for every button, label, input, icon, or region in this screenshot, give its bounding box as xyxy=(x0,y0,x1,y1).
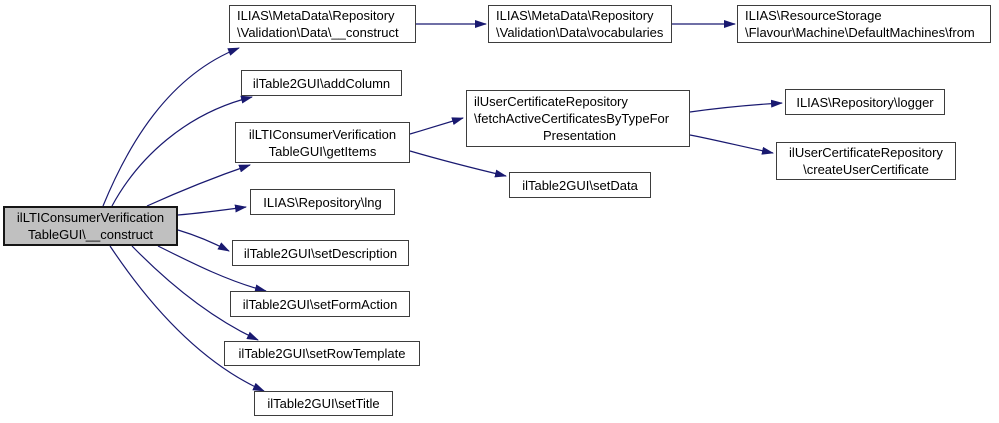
graph-node-addcolumn[interactable]: ilTable2GUI\addColumn xyxy=(241,70,402,96)
node-label-line: \Flavour\Machine\DefaultMachines\from xyxy=(745,25,975,40)
node-label-line: ILIAS\Repository\lng xyxy=(263,194,382,210)
graph-node-lng[interactable]: ILIAS\Repository\lng xyxy=(250,189,395,215)
graph-node-logger[interactable]: ILIAS\Repository\logger xyxy=(785,89,945,115)
edge-root-to-setrowtemplate xyxy=(131,245,259,341)
node-label-line: ILIAS\ResourceStorage xyxy=(745,8,882,23)
node-label-line: ilLTIConsumerVerification xyxy=(248,126,397,142)
node-label-line: TableGUI\__construct xyxy=(27,227,153,242)
graph-node-setformaction[interactable]: ilTable2GUI\setFormAction xyxy=(230,291,410,317)
graph-node-getitems[interactable]: ilLTIConsumerVerification TableGUI\getIt… xyxy=(235,122,410,163)
graph-node-fetchactivecertificates[interactable]: ilUserCertificateRepository \fetchActive… xyxy=(466,90,690,147)
node-label-line: ilTable2GUI\setRowTemplate xyxy=(238,346,406,361)
graph-node-setrowtemplate[interactable]: ilTable2GUI\setRowTemplate xyxy=(224,341,420,366)
node-label-line: ilUserCertificateRepository xyxy=(474,94,628,109)
node-label-line: ilLTIConsumerVerification xyxy=(16,210,165,225)
edge-getitems-to-fetch xyxy=(409,117,464,135)
graph-node-createusercertificate[interactable]: ilUserCertificateRepository \createUserC… xyxy=(776,142,956,180)
graph-node-rs-defaultmachines-from[interactable]: ILIAS\ResourceStorage \Flavour\Machine\D… xyxy=(737,5,991,43)
node-label-line: ilTable2GUI\setDescription xyxy=(243,245,398,261)
node-label-line: \createUserCertificate xyxy=(803,162,929,177)
node-label-line: \Validation\Data\vocabularies xyxy=(496,25,664,40)
graph-node-setdescription[interactable]: ilTable2GUI\setDescription xyxy=(232,240,409,266)
graph-node-md-data-construct[interactable]: ILIAS\MetaData\Repository \Validation\Da… xyxy=(229,5,416,43)
node-label-line: ILIAS\MetaData\Repository xyxy=(496,8,654,23)
node-label-line: TableGUI\getItems xyxy=(268,143,377,159)
graph-node-root-construct[interactable]: ilLTIConsumerVerification TableGUI\__con… xyxy=(3,206,178,246)
node-label-line: ilTable2GUI\setData xyxy=(522,177,638,193)
node-label-line: ilTable2GUI\addColumn xyxy=(252,75,391,91)
edge-root-to-setformaction xyxy=(157,245,267,293)
edge-root-to-md-construct xyxy=(102,47,240,207)
edge-root-to-getitems xyxy=(146,164,251,207)
graph-node-settitle[interactable]: ilTable2GUI\setTitle xyxy=(254,391,393,416)
edge-root-to-addcolumn xyxy=(111,95,253,207)
graph-node-setdata[interactable]: ilTable2GUI\setData xyxy=(509,172,651,198)
node-label-line: ILIAS\MetaData\Repository xyxy=(237,8,395,23)
node-label-line: ilUserCertificateRepository xyxy=(789,145,943,160)
node-label-line: \fetchActiveCertificatesByTypeFor xyxy=(474,111,670,126)
node-label-line: ilTable2GUI\setFormAction xyxy=(242,296,398,312)
edge-fetch-to-createusercertificate xyxy=(689,134,774,155)
node-label-line: Presentation xyxy=(543,128,616,143)
node-label-line: ILIAS\Repository\logger xyxy=(796,94,934,110)
node-label-line: \Validation\Data\__construct xyxy=(237,25,399,40)
edge-root-to-lng xyxy=(177,204,247,216)
graph-node-md-data-vocabularies[interactable]: ILIAS\MetaData\Repository \Validation\Da… xyxy=(488,5,672,43)
edge-getitems-to-setdata xyxy=(409,150,507,178)
edge-fetch-to-logger xyxy=(689,99,783,113)
node-label-line: ilTable2GUI\setTitle xyxy=(267,396,380,411)
edge-root-to-settitle xyxy=(109,245,265,392)
edge-root-to-setdescription xyxy=(177,229,230,252)
